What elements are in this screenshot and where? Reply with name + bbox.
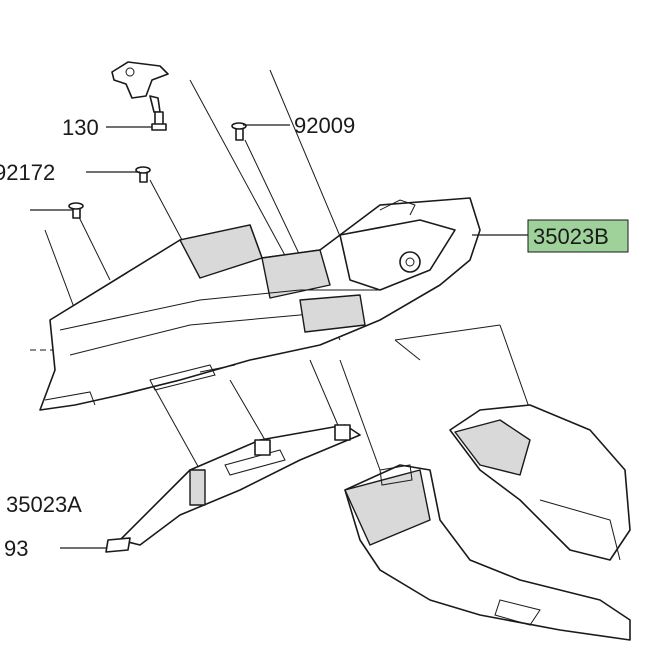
callout-35023B-highlight	[527, 219, 629, 253]
screw-92172	[135, 166, 151, 183]
undertray-35023B	[39, 197, 481, 411]
lower-cover-35023A	[105, 424, 361, 553]
callout-92009[interactable]: 92009	[294, 113, 355, 138]
callout-labels: 130 92009 92172 35023B 35023A 93	[0, 113, 609, 561]
bolt-130	[151, 111, 167, 131]
callout-35023A[interactable]: 35023A	[6, 492, 82, 517]
callout-92172[interactable]: 92172	[0, 160, 55, 185]
callout-35023B[interactable]: 35023B	[533, 224, 609, 249]
screw-92009	[231, 122, 247, 141]
screw-left	[68, 202, 84, 219]
tail-frame	[344, 404, 631, 641]
callout-130[interactable]: 130	[62, 115, 99, 140]
callout-93[interactable]: 93	[4, 536, 28, 561]
bracket-part	[111, 61, 169, 113]
leader-lines	[30, 124, 528, 549]
